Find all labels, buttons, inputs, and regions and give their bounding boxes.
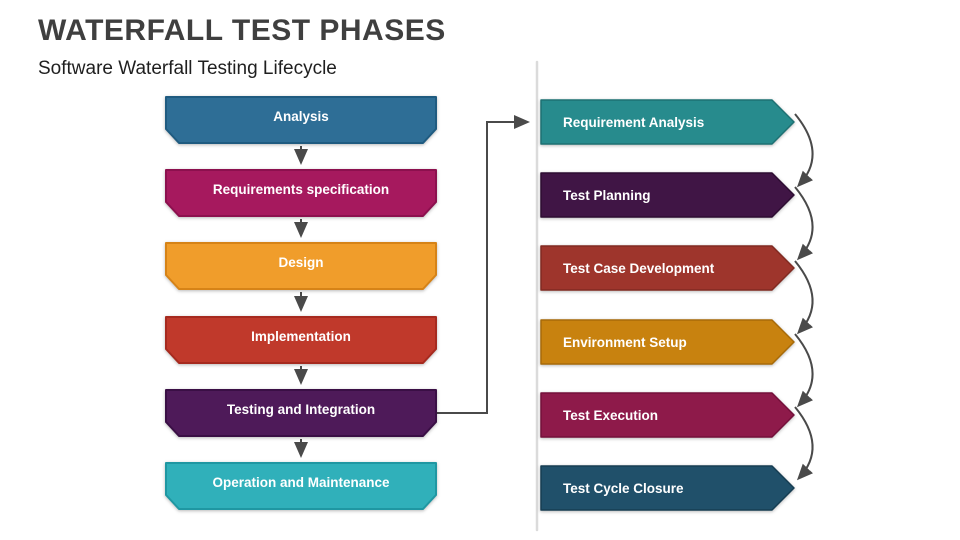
flow-step-label: Requirements specification	[212, 181, 390, 197]
chevron-shape	[540, 392, 795, 438]
elbow-connector-arrow	[437, 115, 530, 414]
test-phase-test-cycle-closure: Test Cycle Closure	[540, 465, 796, 511]
test-phase-requirement-analysis: Requirement Analysis	[540, 99, 796, 145]
banner-shape	[165, 96, 437, 144]
chevron-shape	[540, 465, 795, 511]
curve-arrow-icon	[794, 260, 814, 335]
flow-step-label: Operation and Maintenance	[212, 474, 390, 490]
flow-step-label: Implementation	[251, 328, 351, 344]
page-title: WATERFALL TEST PHASES	[38, 14, 446, 47]
test-phase-label: Environment Setup	[563, 334, 687, 350]
flow-step-testing-and-integration: Testing and Integration	[165, 389, 437, 437]
curve-arrow-icon	[794, 406, 814, 481]
curve-arrow-icon	[794, 186, 814, 261]
flow-step-label: Design	[278, 254, 324, 270]
flow-step-design: Design	[165, 242, 437, 290]
test-phase-label: Test Cycle Closure	[563, 480, 684, 496]
flow-step-implementation: Implementation	[165, 316, 437, 364]
banner-shape	[165, 389, 437, 437]
test-phase-label: Test Execution	[563, 407, 659, 423]
page-subtitle: Software Waterfall Testing Lifecycle	[38, 58, 337, 79]
chevron-shape	[540, 319, 795, 365]
flow-step-label: Testing and Integration	[226, 401, 376, 417]
chevron-shape	[540, 245, 795, 291]
flow-step-requirements-specification: Requirements specification	[165, 169, 437, 217]
test-phase-label: Requirement Analysis	[563, 114, 705, 130]
test-phase-environment-setup: Environment Setup	[540, 319, 796, 365]
test-phase-label: Test Case Development	[563, 260, 715, 276]
flow-step-operation-and-maintenance: Operation and Maintenance	[165, 462, 437, 510]
chevron-shape	[540, 99, 795, 145]
curve-arrow-icon	[794, 333, 814, 408]
test-phase-test-execution: Test Execution	[540, 392, 796, 438]
curve-arrow-icon	[794, 113, 814, 188]
test-phase-test-planning: Test Planning	[540, 172, 796, 218]
banner-shape	[165, 462, 437, 510]
banner-shape	[165, 242, 437, 290]
banner-shape	[165, 169, 437, 217]
flow-step-analysis: Analysis	[165, 96, 437, 144]
test-phase-test-case-development: Test Case Development	[540, 245, 796, 291]
flow-step-label: Analysis	[273, 108, 329, 124]
banner-shape	[165, 316, 437, 364]
test-phase-label: Test Planning	[563, 187, 651, 203]
chevron-shape	[540, 172, 795, 218]
